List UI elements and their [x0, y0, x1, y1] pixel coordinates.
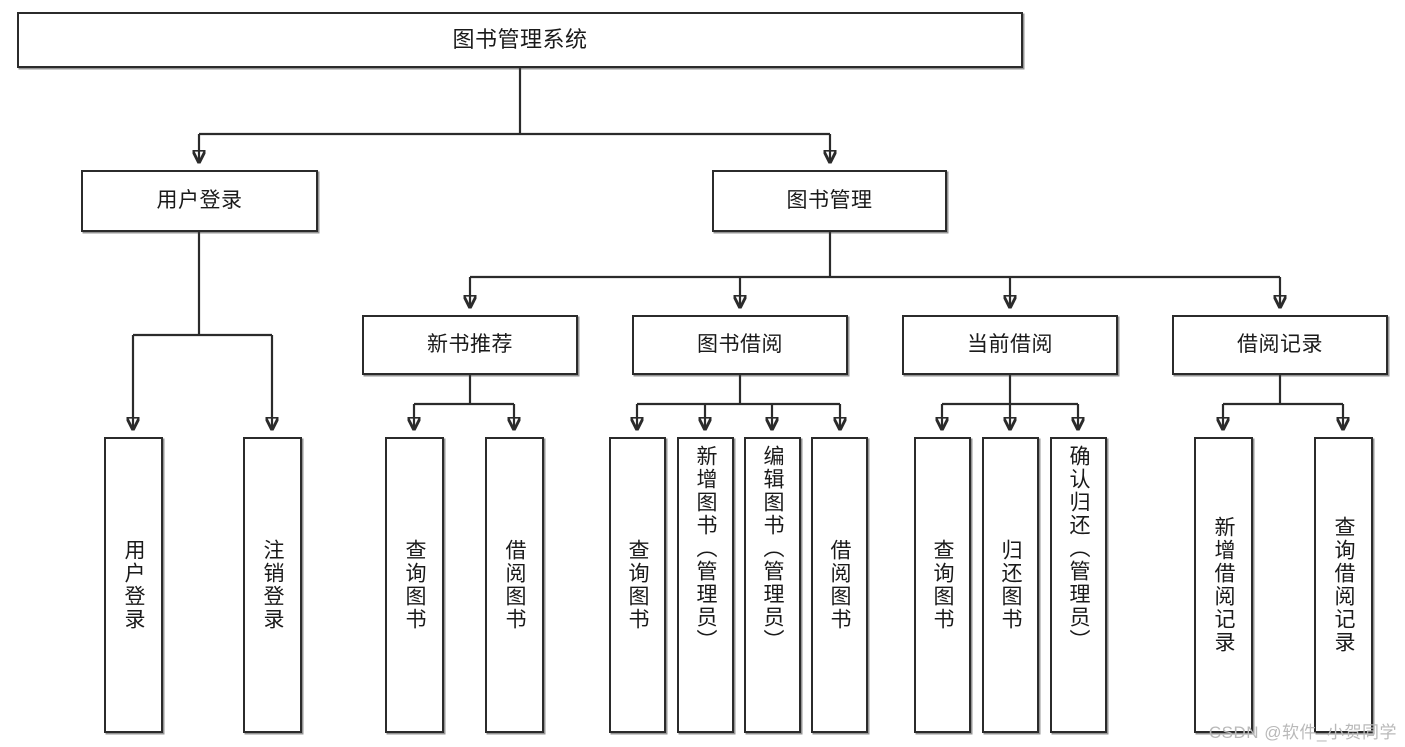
- leaf-records-query-record[interactable]: 查询借阅记录: [1314, 437, 1373, 733]
- node-label: 编辑图书（管理员）: [761, 445, 784, 652]
- node-label: 新增借阅记录: [1212, 516, 1235, 654]
- leaf-current-query-book[interactable]: 查询图书: [914, 437, 971, 733]
- node-label: 归还图书: [999, 539, 1022, 631]
- node-label: 查询图书: [626, 539, 649, 631]
- csdn-watermark: CSDN @软件_小贺同学: [1208, 723, 1397, 742]
- leaf-new-book-query[interactable]: 查询图书: [385, 437, 444, 733]
- leaf-new-book-borrow[interactable]: 借阅图书: [485, 437, 544, 733]
- node-label: 当前借阅: [967, 332, 1053, 356]
- node-label: 注销登录: [261, 539, 284, 631]
- node-label: 图书借阅: [697, 332, 783, 356]
- node-label: 用户登录: [122, 539, 145, 631]
- node-current-borrow[interactable]: 当前借阅: [902, 315, 1118, 375]
- leaf-current-confirm-return-admin[interactable]: 确认归还（管理员）: [1050, 437, 1107, 733]
- node-label: 查询图书: [403, 539, 426, 631]
- leaf-user-login-login[interactable]: 用户登录: [104, 437, 163, 733]
- node-label: 新增图书（管理员）: [694, 445, 717, 652]
- node-label: 用户登录: [156, 188, 243, 212]
- node-label: 新书推荐: [427, 332, 513, 356]
- node-label: 借阅记录: [1237, 332, 1323, 356]
- node-label: 确认归还（管理员）: [1067, 445, 1090, 652]
- node-label: 借阅图书: [503, 539, 526, 631]
- leaf-user-login-logout[interactable]: 注销登录: [243, 437, 302, 733]
- node-user-login[interactable]: 用户登录: [81, 170, 318, 232]
- node-new-book-recommend[interactable]: 新书推荐: [362, 315, 578, 375]
- node-book-borrow[interactable]: 图书借阅: [632, 315, 848, 375]
- node-label: 查询借阅记录: [1332, 516, 1355, 654]
- leaf-borrow-borrow-book[interactable]: 借阅图书: [811, 437, 868, 733]
- node-label: 查询图书: [931, 539, 954, 631]
- leaf-borrow-query-book[interactable]: 查询图书: [609, 437, 666, 733]
- node-label: 图书管理系统: [452, 27, 588, 53]
- node-book-management[interactable]: 图书管理: [712, 170, 947, 232]
- leaf-records-add-record[interactable]: 新增借阅记录: [1194, 437, 1253, 733]
- leaf-borrow-edit-book-admin[interactable]: 编辑图书（管理员）: [744, 437, 801, 733]
- node-borrow-records[interactable]: 借阅记录: [1172, 315, 1388, 375]
- node-root-system[interactable]: 图书管理系统: [17, 12, 1023, 68]
- leaf-borrow-add-book-admin[interactable]: 新增图书（管理员）: [677, 437, 734, 733]
- node-label: 借阅图书: [828, 539, 851, 631]
- leaf-current-return-book[interactable]: 归还图书: [982, 437, 1039, 733]
- node-label: 图书管理: [786, 188, 873, 212]
